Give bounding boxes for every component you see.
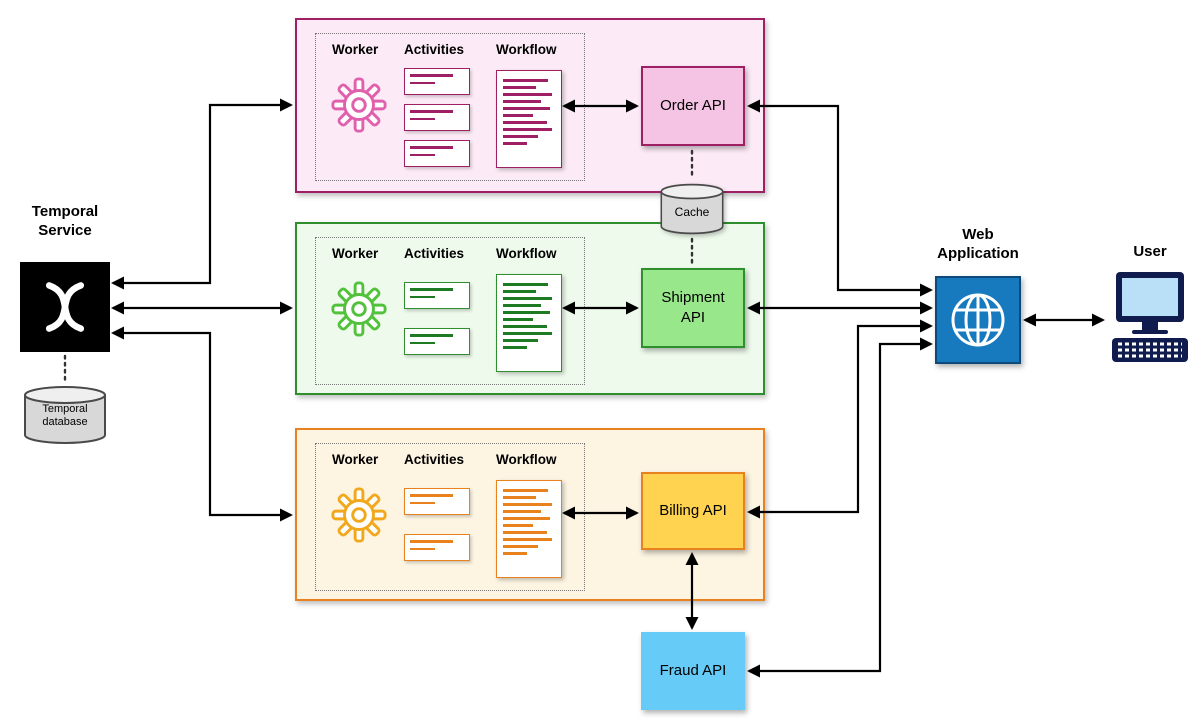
decorative-line bbox=[503, 318, 534, 321]
fraud-api-label: Fraud API bbox=[659, 661, 727, 679]
shipment-api-box: Shipment API bbox=[641, 268, 745, 348]
decorative-line bbox=[410, 110, 454, 113]
workflow-label: Workflow bbox=[496, 42, 557, 57]
activities-label: Activities bbox=[404, 42, 465, 57]
decorative-line bbox=[503, 107, 550, 110]
billing-api-box: Billing API bbox=[641, 472, 745, 550]
web-application-label: Web Application bbox=[937, 226, 1019, 262]
decorative-line bbox=[410, 341, 435, 344]
decorative-line bbox=[503, 135, 539, 138]
decorative-line bbox=[503, 283, 548, 286]
decorative-line bbox=[503, 346, 527, 349]
user-label: User bbox=[1133, 243, 1167, 260]
temporal-database-icon: Temporal database bbox=[22, 384, 108, 446]
decorative-line bbox=[503, 297, 553, 300]
decorative-line bbox=[410, 547, 435, 550]
activity-card bbox=[404, 282, 470, 309]
arrow-order-api-webapp bbox=[747, 99, 933, 297]
decorative-line bbox=[410, 540, 454, 543]
temporal-service-box bbox=[20, 262, 110, 352]
decorative-line bbox=[503, 489, 548, 492]
decorative-line bbox=[410, 501, 435, 504]
decorative-line bbox=[410, 153, 435, 156]
order-worker-dotted-box: Worker Activities Workflow bbox=[315, 33, 585, 181]
worker-label: Worker bbox=[332, 42, 379, 57]
worker-label: Worker bbox=[332, 452, 379, 467]
temporal-logo-icon bbox=[45, 282, 85, 332]
decorative-line bbox=[503, 100, 542, 103]
decorative-line bbox=[503, 545, 539, 548]
decorative-line bbox=[503, 290, 537, 293]
decorative-line bbox=[410, 334, 454, 337]
decorative-line bbox=[503, 311, 550, 314]
decorative-line bbox=[503, 332, 553, 335]
workflow-doc-icon bbox=[496, 70, 562, 168]
decorative-line bbox=[503, 503, 553, 506]
decorative-line bbox=[410, 74, 454, 77]
decorative-line bbox=[503, 114, 534, 117]
activity-card bbox=[404, 68, 470, 95]
temporal-database-label: Temporal database bbox=[42, 403, 88, 429]
billing-api-label: Billing API bbox=[659, 501, 727, 519]
shipment-worker-dotted-box: Worker Activities Workflow bbox=[315, 237, 585, 385]
user-computer-icon bbox=[1108, 270, 1192, 366]
decorative-line bbox=[503, 531, 547, 534]
arrow-temporal-order-worker bbox=[111, 98, 293, 290]
decorative-line bbox=[503, 524, 534, 527]
workflow-label: Workflow bbox=[496, 246, 557, 261]
decorative-line bbox=[503, 552, 527, 555]
decorative-line bbox=[503, 142, 527, 145]
workflow-doc-icon bbox=[496, 480, 562, 578]
activities-cards bbox=[404, 68, 470, 167]
activity-card bbox=[404, 328, 470, 355]
worker-gear-icon bbox=[330, 76, 388, 134]
decorative-line bbox=[503, 79, 548, 82]
shipment-api-label: Shipment API bbox=[661, 288, 725, 326]
arrow-fraud-api-webapp bbox=[747, 337, 933, 678]
decorative-line bbox=[503, 86, 537, 89]
decorative-line bbox=[503, 93, 553, 96]
decorative-line bbox=[410, 81, 435, 84]
activities-cards bbox=[404, 282, 470, 355]
activity-card bbox=[404, 104, 470, 131]
decorative-line bbox=[410, 146, 454, 149]
decorative-line bbox=[503, 128, 553, 131]
cache-icon: Cache bbox=[659, 182, 725, 236]
fraud-api-box: Fraud API bbox=[641, 632, 745, 710]
decorative-line bbox=[503, 538, 553, 541]
workflow-label: Workflow bbox=[496, 452, 557, 467]
activities-label: Activities bbox=[404, 246, 465, 261]
arrow-billing-api-webapp bbox=[747, 319, 933, 519]
activities-cards bbox=[404, 488, 470, 561]
activity-card bbox=[404, 488, 470, 515]
billing-worker-dotted-box: Worker Activities Workflow bbox=[315, 443, 585, 591]
activity-card bbox=[404, 534, 470, 561]
decorative-line bbox=[503, 339, 539, 342]
temporal-service-label: Temporal Service bbox=[31, 203, 99, 239]
decorative-line bbox=[410, 117, 435, 120]
decorative-line bbox=[410, 494, 454, 497]
decorative-line bbox=[410, 288, 454, 291]
decorative-line bbox=[503, 121, 547, 124]
worker-gear-icon bbox=[330, 280, 388, 338]
worker-label: Worker bbox=[332, 246, 379, 261]
cache-label: Cache bbox=[674, 205, 710, 219]
decorative-line bbox=[503, 325, 547, 328]
decorative-line bbox=[503, 517, 550, 520]
web-application-box bbox=[935, 276, 1021, 364]
order-api-label: Order API bbox=[660, 96, 726, 114]
decorative-line bbox=[410, 295, 435, 298]
workflow-doc-icon bbox=[496, 274, 562, 372]
activities-label: Activities bbox=[404, 452, 465, 467]
activity-card bbox=[404, 140, 470, 167]
decorative-line bbox=[503, 496, 537, 499]
arrow-temporal-billing-worker bbox=[111, 326, 293, 522]
order-api-box: Order API bbox=[641, 66, 745, 146]
decorative-line bbox=[503, 510, 542, 513]
decorative-line bbox=[503, 304, 542, 307]
worker-gear-icon bbox=[330, 486, 388, 544]
globe-icon bbox=[951, 293, 1005, 347]
